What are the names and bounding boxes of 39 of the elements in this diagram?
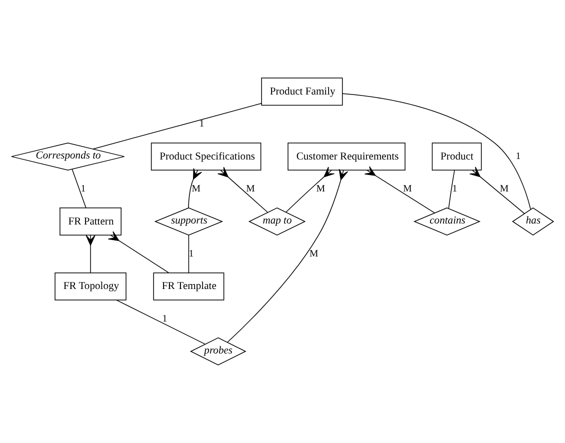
node-box: FR Pattern <box>60 208 122 236</box>
connector <box>227 168 348 343</box>
edge-label: M <box>246 184 255 195</box>
node-diamond: probes <box>190 337 246 366</box>
connector <box>92 102 262 150</box>
connector <box>469 166 525 214</box>
node-diamond: Corresponds to <box>11 142 125 171</box>
node-diamond: has <box>512 207 554 236</box>
node-box: FR Topology <box>54 272 126 300</box>
edge-label: 1 <box>516 151 521 162</box>
node-diamond: supports <box>154 208 224 236</box>
connector <box>342 93 532 210</box>
node-box: Customer Requirements <box>288 142 406 171</box>
node-box: Product <box>432 142 482 171</box>
edge-label: 1 <box>188 248 194 260</box>
node-box: FR Template <box>153 272 224 300</box>
edge-label: M <box>403 184 412 195</box>
edge-label: 1 <box>80 184 86 195</box>
connector <box>188 235 190 274</box>
connector <box>286 166 335 212</box>
edge-label: 1 <box>452 184 458 195</box>
connector <box>188 168 202 208</box>
connector <box>364 166 436 214</box>
edge-label: M <box>310 248 318 260</box>
edge-label: 1 <box>162 313 168 324</box>
connector <box>72 168 86 208</box>
connector <box>108 231 170 274</box>
node-box: Product Specifications <box>150 142 262 171</box>
node-box: Product Family <box>261 78 343 106</box>
node-diamond: contains <box>413 208 481 236</box>
edge-label: M <box>316 184 326 195</box>
node-diamond: map to <box>248 207 306 236</box>
edge-label: 1 <box>199 118 204 130</box>
connector <box>448 170 455 209</box>
connector <box>116 300 206 344</box>
connector <box>217 166 268 213</box>
edge-label: M <box>192 184 200 195</box>
connector <box>86 235 96 274</box>
edge-label: M <box>500 184 509 195</box>
